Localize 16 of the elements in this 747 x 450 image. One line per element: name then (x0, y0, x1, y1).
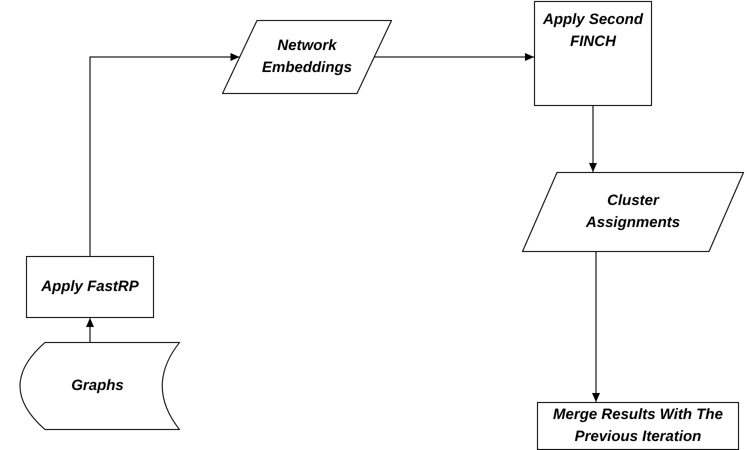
arrow (592, 252, 600, 402)
node-label: Network Embeddings (260, 36, 353, 78)
node-label: Graphs (70, 376, 125, 396)
process-box (537, 402, 739, 450)
data-parallelogram (222, 20, 392, 94)
process-box (26, 256, 154, 318)
node-label: Merge Results With The Previous Iteration (552, 405, 724, 447)
arrow (589, 106, 597, 172)
node-label: Cluster Assignments (584, 191, 682, 233)
node-label: Apply FastRP (40, 277, 140, 297)
arrow (86, 318, 94, 342)
node-label: Apply Second FINCH (542, 10, 644, 52)
arrow (374, 53, 534, 61)
arrow (90, 53, 240, 256)
process-box (534, 1, 652, 106)
data-parallelogram (522, 172, 744, 252)
